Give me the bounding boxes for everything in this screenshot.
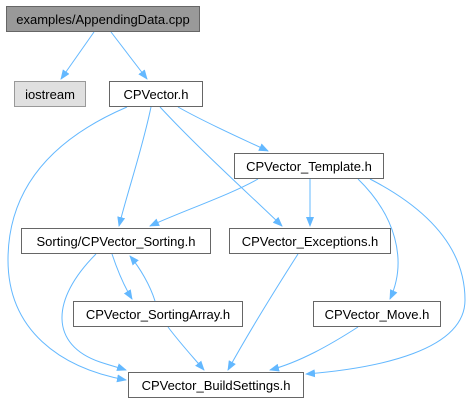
edge-sortingarray-to-buildsettings bbox=[167, 326, 205, 371]
edge-move-to-buildsettings bbox=[269, 326, 359, 372]
edge-sorting-to-buildsettings bbox=[61, 253, 127, 371]
node-iostream: iostream bbox=[14, 81, 86, 107]
edge-template-to-buildsettings bbox=[305, 178, 466, 378]
node-appendingdata-cpp[interactable]: examples/AppendingData.cpp bbox=[6, 6, 200, 32]
edge-cpvector-to-buildsettings bbox=[7, 106, 128, 383]
edge-root-to-cpvector bbox=[110, 31, 148, 80]
node-cpvector-exceptions-h[interactable]: CPVector_Exceptions.h bbox=[229, 228, 391, 254]
node-cpvector-sortingarray-h[interactable]: CPVector_SortingArray.h bbox=[73, 301, 243, 327]
edge-template-to-move bbox=[357, 178, 399, 300]
edge-cpvector-to-sorting bbox=[117, 106, 152, 227]
edge-sortingarray-to-sorting bbox=[129, 255, 156, 302]
edge-cpvector-to-exceptions bbox=[159, 106, 283, 227]
node-cpvector-buildsettings-h[interactable]: CPVector_BuildSettings.h bbox=[128, 372, 304, 398]
edge-exceptions-to-buildsettings bbox=[227, 253, 299, 371]
node-cpvector-h[interactable]: CPVector.h bbox=[109, 81, 203, 107]
edge-root-to-iostream bbox=[60, 31, 95, 80]
node-cpvector-template-h[interactable]: CPVector_Template.h bbox=[234, 153, 384, 179]
node-cpvector-sorting-h[interactable]: Sorting/CPVector_Sorting.h bbox=[21, 228, 211, 254]
node-cpvector-move-h[interactable]: CPVector_Move.h bbox=[313, 301, 441, 327]
edge-template-to-sorting bbox=[149, 178, 259, 227]
edge-sorting-to-sortingarray bbox=[111, 253, 133, 300]
edge-cpvector-to-template bbox=[177, 106, 269, 152]
